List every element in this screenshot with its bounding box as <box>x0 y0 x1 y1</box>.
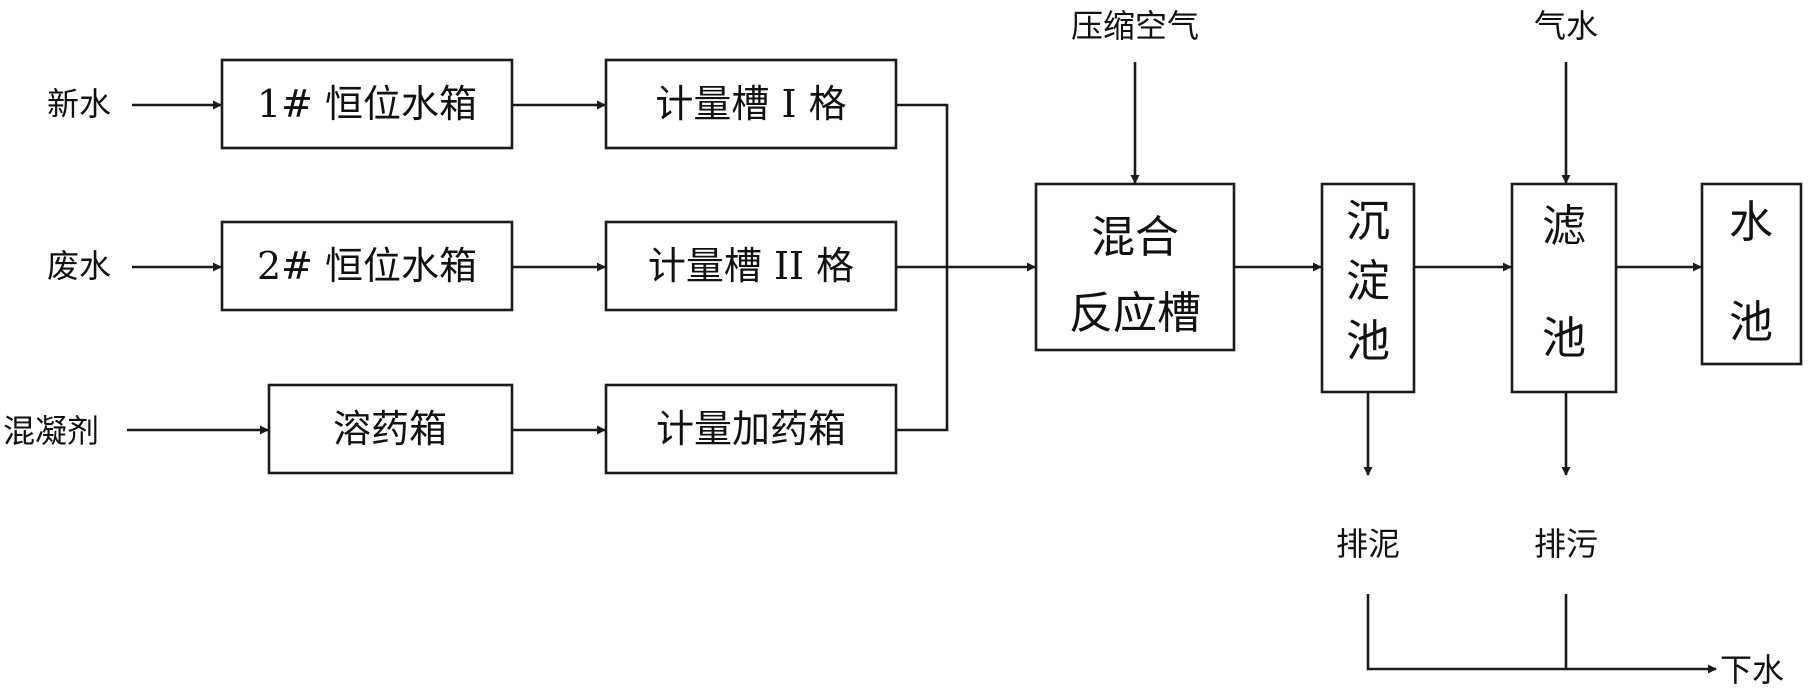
box-dosing-tank <box>604 383 898 475</box>
box-sediment-tank-label-2: 淀 <box>1346 256 1390 307</box>
input-label-air-water: 气水 <box>1534 7 1598 45</box>
input-label-coagulant: 混凝剂 <box>3 412 99 450</box>
box-meter1-label: 计量槽 I 格 <box>655 82 846 126</box>
box-filter-tank-label-2: 池 <box>1542 313 1586 364</box>
box-filter-tank <box>1510 182 1618 394</box>
box-dosing-tank-label: 计量加药箱 <box>656 407 846 451</box>
box-dissolve-tank-label: 溶药箱 <box>333 407 447 451</box>
box-water-pool-label-2: 池 <box>1729 297 1773 348</box>
output-label-sludge: 排泥 <box>1336 525 1400 563</box>
input-label-waste-water: 废水 <box>47 247 111 285</box>
box-meter1 <box>604 58 898 150</box>
box-tank1-label: 1# 恒位水箱 <box>257 82 477 126</box>
input-label-compressed-air: 压缩空气 <box>1071 7 1199 45</box>
box-mix-reactor-label-line2: 反应槽 <box>1069 288 1201 339</box>
box-mix-reactor-label-line1: 混合 <box>1091 212 1179 263</box>
box-meter2 <box>604 220 898 312</box>
box-mix-reactor <box>1034 182 1236 352</box>
box-water-pool <box>1700 182 1803 366</box>
box-tank2 <box>220 220 514 312</box>
box-dissolve-tank <box>267 383 514 475</box>
box-tank2-label: 2# 恒位水箱 <box>257 244 477 288</box>
box-water-pool-label-1: 水 <box>1729 197 1773 248</box>
box-sediment-tank-label-3: 池 <box>1346 316 1390 367</box>
output-label-drain: 下水 <box>1720 651 1784 689</box>
input-label-fresh-water: 新水 <box>47 85 111 123</box>
box-sediment-tank-label-1: 沉 <box>1346 196 1390 247</box>
box-filter-tank-label-1: 滤 <box>1542 201 1586 252</box>
drain-line <box>1366 594 1566 671</box>
output-label-sewage: 排污 <box>1534 525 1598 563</box>
box-meter2-label: 计量槽 II 格 <box>648 244 854 288</box>
